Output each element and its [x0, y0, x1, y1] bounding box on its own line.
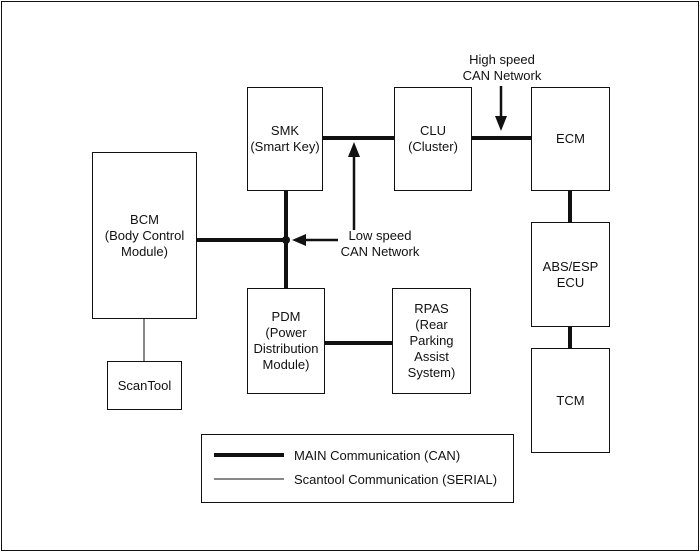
bcm-line-3: Module) — [121, 243, 168, 259]
node-smk: SMK (Smart Key) — [247, 87, 323, 191]
pdm-line-1: PDM — [271, 309, 301, 324]
legend: MAIN Communication (CAN) Scantool Commun… — [201, 434, 514, 503]
rpas-line-2: (Rear — [415, 317, 448, 332]
ecm-line-1: ECM — [556, 131, 585, 146]
low-speed-arrow-up-head — [348, 142, 360, 157]
low-speed-label: Low speed CAN Network — [326, 228, 434, 260]
scantool-line-1: ScanTool — [117, 377, 172, 393]
rpas-line-1: RPAS — [414, 301, 449, 316]
low-speed-line-1: Low speed — [348, 228, 412, 243]
node-clu: CLU (Cluster) — [394, 87, 472, 191]
high-speed-arrow-head — [495, 116, 507, 131]
smk-line-2: (Smart Key) — [250, 139, 320, 154]
abs-line-2: ECU — [556, 274, 585, 290]
high-speed-line-1: High speed — [469, 52, 535, 67]
node-rpas: RPAS (Rear Parking Assist System) — [392, 288, 471, 394]
node-pdm: PDM (Power Distribution Module) — [247, 288, 325, 394]
node-bcm: BCM (Body Control Module) — [92, 152, 197, 319]
rpas-line-5: System) — [407, 365, 456, 380]
node-ecm: ECM — [531, 87, 610, 191]
rpas-line-3: Parking — [409, 333, 454, 348]
bcm-line-1: BCM — [130, 211, 159, 227]
node-scantool: ScanTool — [107, 361, 182, 410]
smk-line-1: SMK — [270, 123, 300, 138]
pdm-line-2: (Power — [265, 325, 307, 340]
pdm-line-3: Distribution — [253, 341, 319, 356]
clu-line-1: CLU — [419, 123, 446, 138]
legend-scantool-label: Scantool Communication (SERIAL) — [294, 472, 498, 487]
high-speed-line-2: CAN Network — [462, 68, 542, 83]
legend-main-label: MAIN Communication (CAN) — [294, 448, 461, 463]
rpas-line-4: Assist — [414, 349, 449, 364]
junction-dot — [282, 236, 290, 244]
high-speed-label: High speed CAN Network — [448, 52, 556, 84]
abs-line-1: ABS/ESP — [542, 258, 599, 274]
node-tcm: TCM — [531, 348, 610, 453]
node-abs-esp: ABS/ESP ECU — [531, 222, 610, 327]
low-speed-arrow-left-head — [292, 234, 306, 246]
low-speed-line-2: CAN Network — [340, 244, 420, 259]
bcm-line-2: (Body Control — [104, 227, 185, 243]
pdm-line-4: Module) — [262, 357, 310, 372]
tcm-line-1: TCM — [556, 392, 585, 408]
clu-line-2: (Cluster) — [408, 139, 458, 154]
